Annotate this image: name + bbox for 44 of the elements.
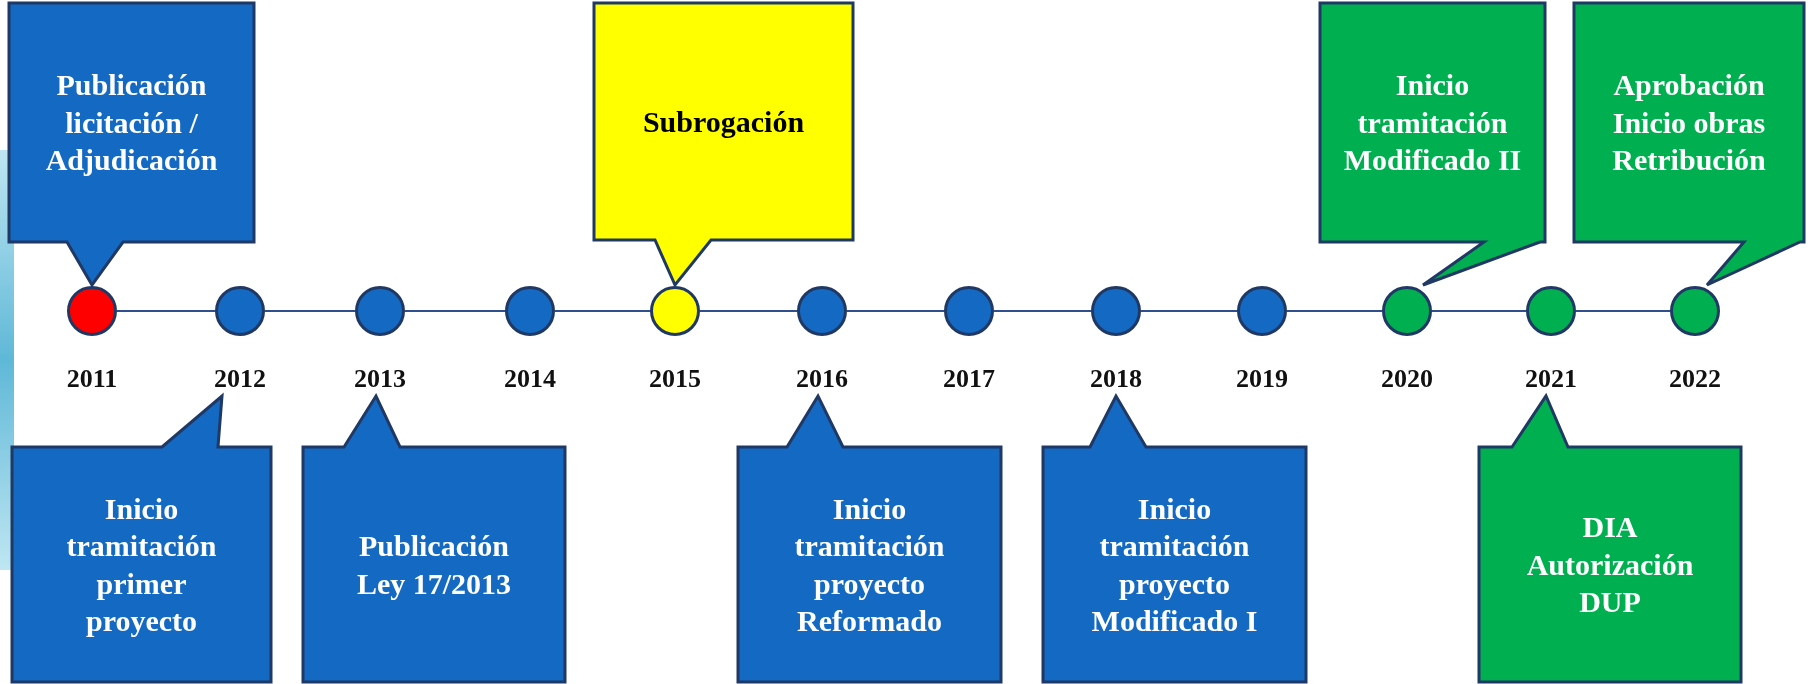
timeline-line [1140,310,1238,312]
timeline-line [846,310,945,312]
timeline-line [993,310,1092,312]
year-label: 2018 [1090,363,1142,395]
year-label: 2011 [66,363,118,395]
timeline-line [1286,310,1383,312]
year-label: 2019 [1236,363,1288,395]
timeline-line [699,310,798,312]
timeline-dot [1091,286,1141,336]
callout-text: Inicio tramitación primer proyecto [65,490,218,639]
year-label: 2020 [1381,363,1433,395]
callout-text: Publicación Ley 17/2013 [355,528,513,602]
callout-text: Publicación licitación / Adjudicación [44,67,219,179]
timeline-line [264,310,356,312]
callout-text: Subrogación [642,103,805,140]
timeline-line [404,310,506,312]
callout-text: Inicio tramitación proyecto Reformado [793,490,946,639]
timeline-dot [355,286,405,336]
timeline-dot [215,286,265,336]
year-label: 2017 [943,363,995,395]
callout-text: Aprobación Inicio obras Retribución [1611,67,1767,179]
callout-text: DIA Autorización DUP [1525,509,1695,621]
callout-text: Inicio tramitación proyecto Modificado I [1090,490,1259,639]
timeline-line [554,310,651,312]
timeline-dot [1670,286,1720,336]
year-label: 2014 [504,363,556,395]
year-label: 2016 [796,363,848,395]
timeline-dot [505,286,555,336]
timeline-dot [1237,286,1287,336]
year-label: 2013 [354,363,406,395]
timeline-dot [944,286,994,336]
year-label: 2015 [649,363,701,395]
year-label: 2021 [1525,363,1577,395]
timeline-dot [1382,286,1432,336]
timeline-line [116,310,216,312]
callout-text: Inicio tramitación Modificado II [1342,67,1523,179]
timeline-dot [1526,286,1576,336]
year-label: 2022 [1669,363,1721,395]
timeline-dot [650,286,700,336]
timeline-dot [797,286,847,336]
timeline-line [1431,310,1527,312]
year-label: 2012 [214,363,266,395]
timeline-dot [67,286,117,336]
timeline-line [1575,310,1671,312]
